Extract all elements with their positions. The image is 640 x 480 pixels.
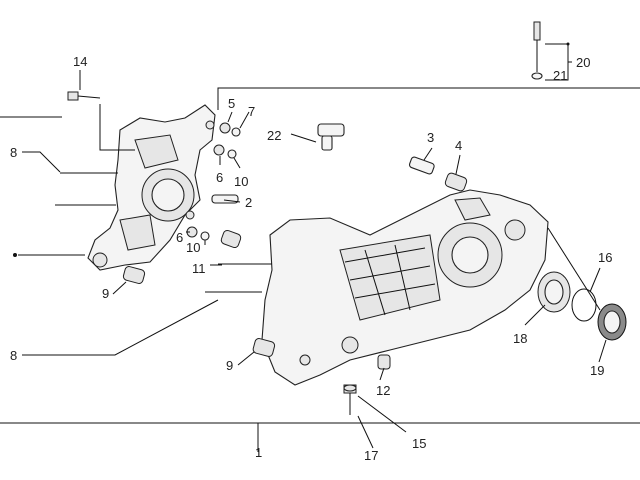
callout-16: 16	[598, 250, 612, 265]
callout-20: 20	[576, 55, 590, 70]
callout-9-center: 9	[226, 358, 233, 373]
leader-dots	[13, 42, 570, 257]
dowel-pin-parts	[122, 156, 468, 370]
callout-5: 5	[228, 96, 235, 111]
callout-1: 1	[255, 445, 262, 460]
stud-parts	[55, 172, 272, 293]
callout-6-lower: 6	[176, 230, 183, 245]
callout-10-upper: 10	[234, 174, 248, 189]
tee-fitting-part	[317, 123, 345, 151]
callout-4: 4	[455, 138, 462, 153]
callout-15: 15	[412, 436, 426, 451]
callout-8-upper: 8	[10, 145, 17, 160]
callout-17: 17	[364, 448, 378, 463]
callout-18: 18	[513, 331, 527, 346]
washer-parts	[186, 122, 241, 241]
callout-12: 12	[376, 383, 390, 398]
callout-11: 11	[192, 261, 206, 276]
callout-19: 19	[590, 363, 604, 378]
callout-8-lower: 8	[10, 348, 17, 363]
callout-21: 21	[553, 68, 567, 83]
callout-7: 7	[248, 104, 255, 119]
bearing-and-seal-parts	[537, 271, 627, 341]
leader-lines	[18, 43, 607, 449]
callout-labels: 1 2 3 4 5 6 6 7 8 8 9 9 10 10 11 12 14 1…	[10, 54, 612, 463]
callout-3: 3	[427, 130, 434, 145]
callout-9-left: 9	[102, 286, 109, 301]
callout-2: 2	[245, 195, 252, 210]
callout-10-lower: 10	[186, 240, 200, 255]
left-crankcase-half	[87, 104, 216, 271]
callout-22: 22	[267, 128, 281, 143]
fastener-parts	[67, 21, 543, 415]
assembly-frame	[0, 87, 640, 452]
callout-6-upper: 6	[216, 170, 223, 185]
main-crankcase	[261, 189, 549, 386]
callout-14: 14	[73, 54, 87, 69]
